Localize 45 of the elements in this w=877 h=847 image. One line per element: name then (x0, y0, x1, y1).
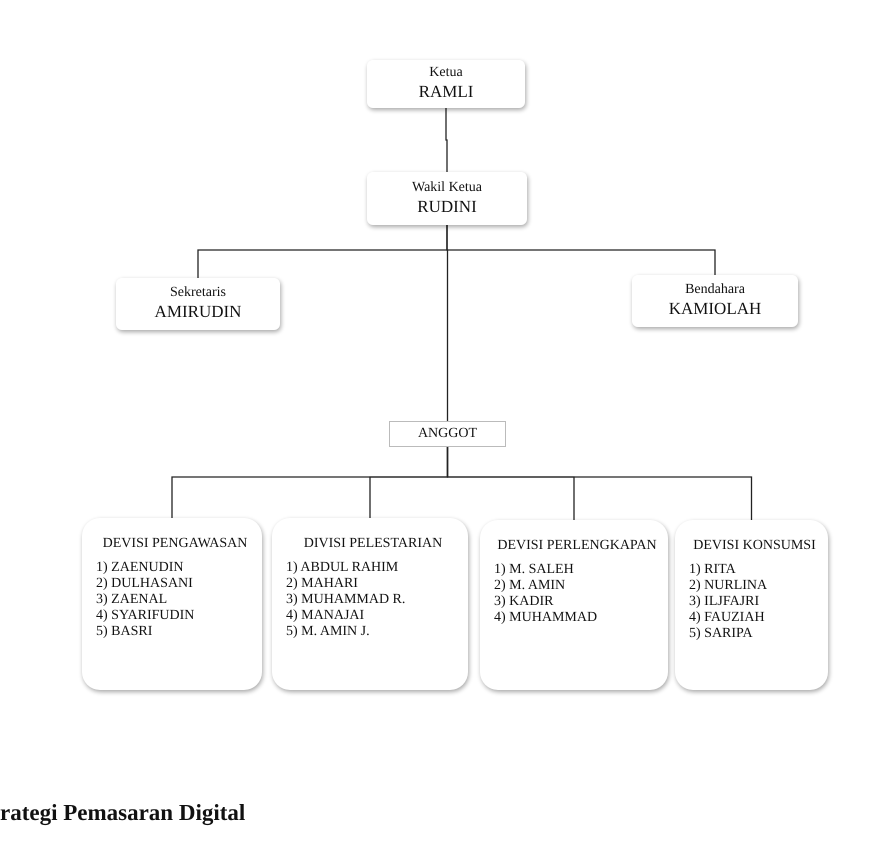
member-name: 1) M. SALEH (494, 562, 575, 578)
position-box (116, 278, 280, 330)
member-name: 4) SYARIFUDIN (96, 608, 196, 624)
connector-line (445, 108, 448, 172)
connector-line (446, 447, 752, 520)
division-card (82, 518, 262, 690)
position-box (367, 60, 525, 108)
member-name: 1) ABDUL RAHIM (286, 560, 400, 576)
role-title: Sekretaris (170, 285, 226, 302)
person-name: AMIRUDIN (154, 302, 242, 323)
division-title: DEVISI PERLENGKAPAN (496, 538, 658, 554)
member-name: 3) KADIR (494, 594, 554, 610)
member-name: 2) MAHARI (286, 576, 359, 592)
person-name: ANGGOT (418, 426, 478, 442)
member-name: 5) SARIPA (689, 626, 754, 643)
member-name: 3) ZAENAL (96, 592, 168, 608)
role-title: Bendahara (685, 282, 745, 300)
division-title: DEVISI KONSUMSI (692, 538, 817, 554)
member-name: 4) MUHAMMAD (494, 610, 598, 626)
member-name: 1) ZAENUDIN (96, 560, 184, 576)
member-name: 3) ILJFAJRI (689, 594, 760, 610)
member-name: 2) M. AMIN (494, 578, 566, 594)
section-heading: rategi Pemasaran Digital (0, 800, 246, 826)
position-box (389, 421, 506, 447)
member-name: 5) M. AMIN J. (286, 624, 371, 641)
member-name: 4) FAUZIAH (689, 610, 766, 626)
connector-line (446, 225, 448, 421)
member-name: 4) MANAJAI (286, 608, 366, 624)
member-name: 2) DULHASANI (96, 576, 194, 592)
member-name: 5) BASRI (96, 624, 154, 641)
division-title: DEVISI PENGAWASAN (102, 536, 248, 552)
person-name: RUDINI (417, 196, 477, 218)
division-card (675, 520, 828, 690)
member-name: 1) RITA (689, 562, 737, 578)
position-box (632, 275, 798, 327)
position-box (367, 172, 527, 225)
member-name: 2) NURLINA (689, 578, 768, 594)
division-card (480, 520, 668, 690)
division-title: DIVISI PELESTARIAN (302, 536, 444, 552)
person-name: RAMLI (418, 82, 474, 103)
member-name: 3) MUHAMMAD R. (286, 592, 406, 608)
division-card (272, 518, 468, 690)
role-title: Wakil Ketua (412, 180, 482, 197)
role-title: Ketua (429, 65, 463, 82)
person-name: KAMIOLAH (668, 299, 762, 320)
